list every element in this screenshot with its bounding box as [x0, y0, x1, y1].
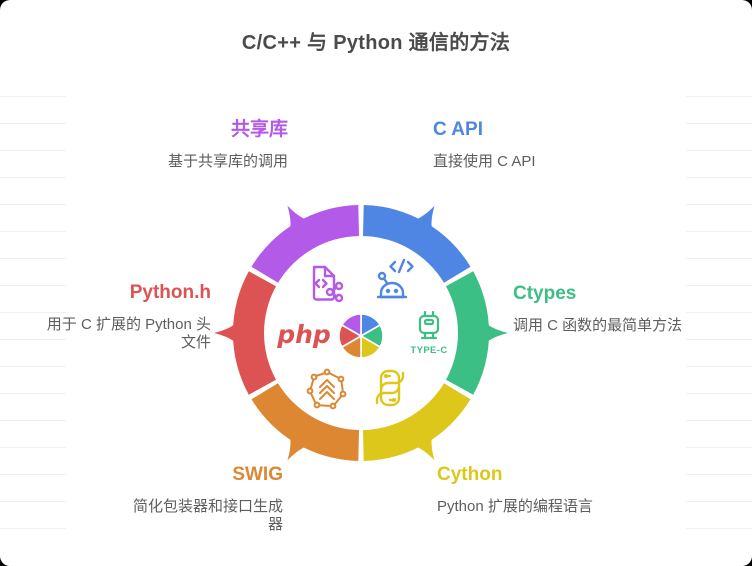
ring-arrow-python-h: [214, 310, 246, 356]
network-chevrons-icon: [303, 365, 351, 418]
item-desc-cython: Python 扩展的编程语言: [437, 498, 593, 515]
ring-arrow-ctypes: [476, 310, 508, 356]
item-desc-swig: 简化包装器和接口生成器: [132, 498, 283, 533]
item-title-swig: SWIG: [232, 464, 283, 485]
label-block-swig: SWIG 简化包装器和接口生成器: [131, 465, 283, 534]
item-desc-c-api: 直接使用 C API: [433, 153, 536, 170]
usb-type-c-icon: TYPE-C: [402, 310, 456, 365]
robot-code-svg: [376, 258, 414, 299]
ring-segment-swig: [251, 383, 359, 461]
usb-type-c-svg: TYPE-C: [410, 310, 447, 356]
python-logo-svg: [375, 369, 405, 407]
item-desc-python-h: 用于 C 扩展的 Python 头文件: [46, 316, 211, 351]
ring-segment-cython: [363, 383, 471, 461]
code-file-share-svg: [312, 265, 344, 303]
label-block-shared-lib: 共享库 基于共享库的调用: [58, 120, 288, 171]
ring-arrow-swig: [283, 422, 323, 461]
ring-segment-ctypes: [446, 271, 490, 395]
robot-code-icon: [369, 255, 417, 310]
label-block-ctypes: Ctypes 调用 C 函数的最简单方法: [513, 284, 689, 335]
ring-arrow-cython: [399, 422, 439, 461]
type-c-label: TYPE-C: [410, 345, 447, 356]
ring-arrow-shared-lib: [283, 205, 323, 244]
center-pie: [338, 313, 384, 359]
item-title-c-api: C API: [433, 119, 483, 140]
ring-segment-c-api: [363, 205, 471, 283]
network-chevrons-svg: [306, 368, 347, 410]
item-title-shared-lib: 共享库: [230, 119, 288, 140]
page-title: C/C++ 与 Python 通信的方法: [241, 32, 511, 54]
item-title-python-h: Python.h: [129, 282, 211, 303]
item-desc-ctypes: 调用 C 函数的最简单方法: [513, 317, 683, 334]
ring-segment-shared-lib: [251, 205, 359, 283]
label-block-python-h: Python.h 用于 C 扩展的 Python 头文件: [43, 283, 211, 352]
label-block-c-api: C API 直接使用 C API: [433, 120, 673, 171]
ring-segment-python-h: [232, 271, 276, 395]
php-text-icon: php: [277, 320, 331, 349]
label-block-cython: Cython Python 扩展的编程语言: [437, 465, 677, 516]
item-desc-shared-lib: 基于共享库的调用: [167, 153, 288, 170]
code-file-share-icon: [301, 260, 347, 313]
item-title-ctypes: Ctypes: [513, 283, 577, 304]
ring-arrow-c-api: [399, 205, 439, 244]
item-title-cython: Cython: [437, 464, 503, 485]
python-logo-icon: [365, 363, 415, 418]
pie-slice-shared-lib: [340, 313, 362, 338]
